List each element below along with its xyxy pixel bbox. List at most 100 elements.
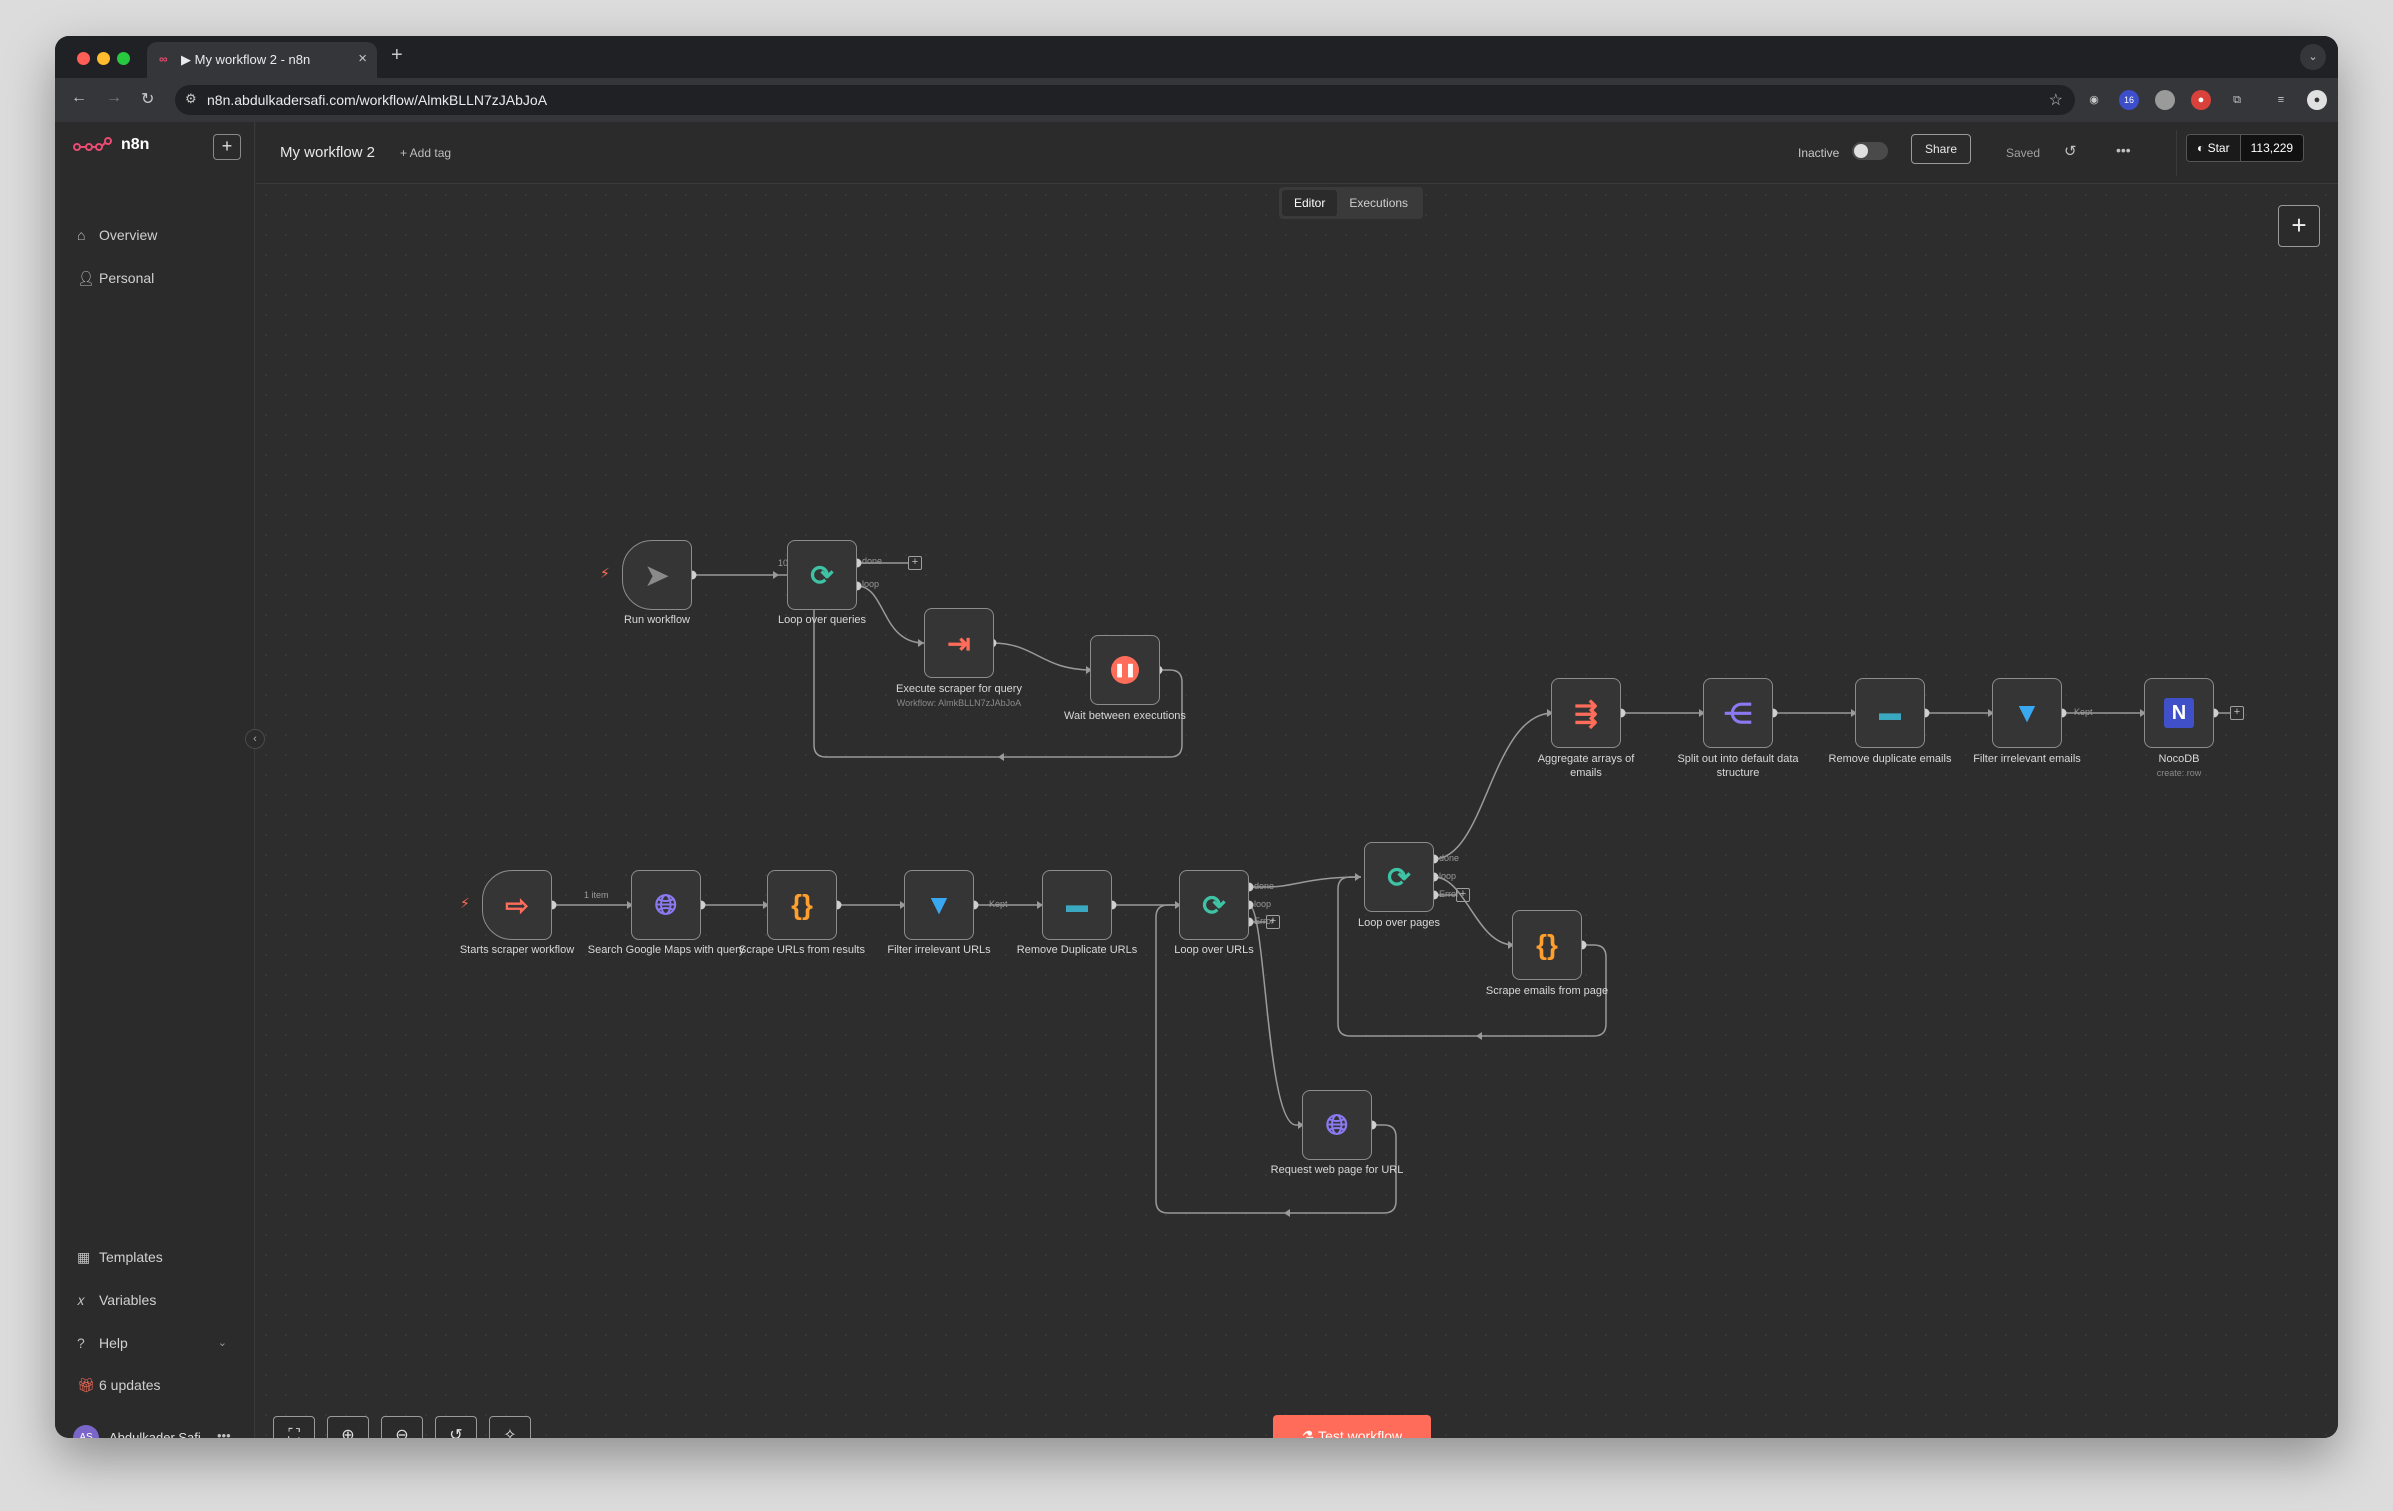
tab-list-chevron-icon[interactable]: ⌄ [2300,44,2326,70]
node-nocodb[interactable]: N [2144,678,2214,748]
node-remove-duplicate-emails[interactable]: ▬ [1855,678,1925,748]
node-execute-scraper[interactable]: ⇥ [924,608,994,678]
node-label: Loop over URLs [1174,944,1254,956]
back-icon[interactable]: ← [71,89,87,106]
minimize-window-button[interactable] [97,52,110,65]
node-aggregate[interactable]: ⇶ [1551,678,1621,748]
new-tab-icon[interactable]: + [391,44,403,66]
node-wait[interactable]: ❚❚ [1090,635,1160,705]
node-run-workflow[interactable]: ➤ [622,540,692,610]
arrowhead [1508,941,1514,949]
node-filter-emails[interactable]: ▼ [1992,678,2062,748]
node-label: Remove duplicate emails [1828,753,1952,765]
share-button[interactable]: Share [1911,134,1971,164]
sub-workflow-trigger-icon: ⇨ [505,889,529,921]
close-tab-icon[interactable]: × [358,50,367,67]
tab-executions[interactable]: Executions [1349,196,1409,210]
node-scrape-urls[interactable]: {} [767,870,837,940]
zoom-out-button[interactable]: ⊖ [381,1416,423,1438]
sidebar-item-overview[interactable]: ⌂Overview [77,224,157,246]
browser-toolbar: ← → ↻ ⚙ n8n.abdulkadersafi.com/workflow/… [55,78,2338,122]
code-braces-icon: {} [791,889,813,920]
user-menu-icon[interactable]: ••• [217,1428,231,1438]
arrowhead [1298,1121,1304,1129]
sidebar-item-updates[interactable]: 🎁︎6 updates [77,1374,161,1396]
node-remove-duplicate-urls[interactable]: ▬ [1042,870,1112,940]
globe-icon: 🌐︎ [1325,1108,1349,1140]
edge-label-error: Error [1439,889,1459,899]
node-scrape-emails[interactable]: {} [1512,910,1582,980]
camera-extension-icon[interactable]: ◉ [2089,94,2099,106]
node-label: Search Google Maps with query [587,944,745,956]
wire [991,642,1093,671]
extension-badge-icon[interactable]: 16 [2119,90,2139,110]
remove-duplicates-icon: ▬ [1879,700,1901,725]
maximize-window-button[interactable] [117,52,130,65]
collapse-sidebar-icon[interactable]: ‹ [245,729,265,749]
sidebar-item-label: Personal [99,270,155,286]
workflow-canvas[interactable]: Editor Executions + [256,185,2338,1438]
reset-zoom-button[interactable]: ↺ [435,1416,477,1438]
node-loop-over-urls[interactable]: ⟳ [1179,870,1249,940]
node-filter-urls[interactable]: ▼ [904,870,974,940]
add-connection-button[interactable]: + [2230,706,2244,720]
add-connection-button[interactable]: + [1266,915,1280,929]
edge-label-kept: Kept [989,899,1008,909]
puzzle-extensions-icon[interactable]: ⧉ [2233,94,2241,106]
test-workflow-button[interactable]: ⚗ Test workflow [1273,1415,1431,1438]
sidebar-item-help[interactable]: ?Help ⌄ [77,1332,227,1354]
sidebar-item-label: Overview [99,227,158,243]
sidebar-item-templates[interactable]: ▦Templates [77,1246,163,1268]
wire [1433,876,1515,946]
add-connection-button[interactable]: + [908,556,922,570]
node-label: Execute scraper for query [896,683,1022,695]
zoom-in-button[interactable]: ⊕ [327,1416,369,1438]
node-search-google-maps[interactable]: 🌐︎ [631,870,701,940]
site-info-icon[interactable]: ⚙ [185,91,197,106]
github-icon: ◐ [2197,141,2208,155]
workflow-name[interactable]: My workflow 2 [280,144,376,161]
tidy-up-button[interactable]: ✧ [489,1416,531,1438]
node-split-out[interactable]: ⋲ [1703,678,1773,748]
circle-extension-icon[interactable] [2155,90,2175,110]
media-control-icon[interactable]: ≡ [2277,94,2285,106]
node-label: Filter irrelevant emails [1973,753,2081,765]
code-braces-icon: {} [1536,929,1558,960]
trigger-bolt-icon: ⚡︎ [600,565,610,581]
create-button[interactable]: + [213,134,241,160]
node-request-web-page[interactable]: 🌐︎ [1302,1090,1372,1160]
close-window-button[interactable] [77,52,90,65]
workflow-header: My workflow 2 + Add tag Inactive Share S… [256,122,2338,184]
history-icon[interactable]: ↺ [2064,143,2077,160]
node-starts-scraper[interactable]: ⇨ [482,870,552,940]
chevron-down-icon: ⌄ [217,1337,227,1349]
more-vertical-icon[interactable] [2319,90,2338,110]
node-loop-over-pages[interactable]: ⟳ [1364,842,1434,912]
arrowhead [1988,709,1994,717]
browser-tab[interactable]: ∞ ▶ My workflow 2 - n8n × [147,42,377,78]
profile-avatar-icon[interactable]: ● [2307,90,2327,110]
sidebar-item-personal[interactable]: 👤︎Personal [77,267,154,289]
address-bar[interactable]: ⚙ n8n.abdulkadersafi.com/workflow/AlmkBL… [175,85,2075,115]
n8n-logo[interactable]: n8n [73,136,149,154]
arrowhead [1037,901,1043,909]
connection-wires [547,558,2230,1217]
forward-icon[interactable]: → [106,89,122,106]
github-star-label: ◐ Star [2187,135,2240,161]
node-label: Scrape emails from page [1485,985,1609,997]
add-node-button[interactable]: + [2278,205,2320,247]
bookmark-star-icon[interactable]: ☆ [2048,92,2063,109]
arrowhead [1355,873,1361,881]
add-connection-button[interactable]: + [1456,888,1470,902]
reload-icon[interactable]: ↻ [141,91,155,108]
fit-view-button[interactable]: ⛶ [273,1416,315,1438]
avatar[interactable]: AS [73,1425,99,1438]
activation-toggle[interactable] [1852,142,1888,160]
add-tag-button[interactable]: + Add tag [400,146,452,160]
red-extension-icon[interactable]: ● [2191,90,2211,110]
tab-editor[interactable]: Editor [1282,190,1338,216]
more-options-icon[interactable]: ••• [2116,142,2131,158]
node-loop-over-queries[interactable]: ⟳ [787,540,857,610]
